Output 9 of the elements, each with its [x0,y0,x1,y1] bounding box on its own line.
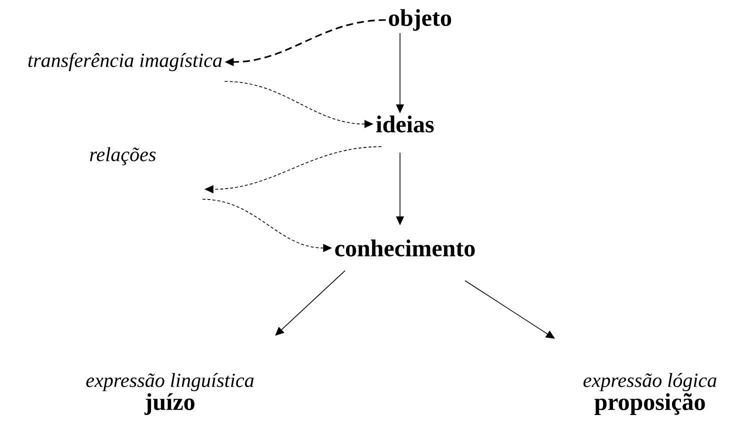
concept-label: objeto [388,9,452,31]
arrow [464,280,555,339]
relation-label: relações [90,147,156,166]
arrow [275,270,346,336]
concept-label: conhecimento [335,240,475,256]
concept-label: expressão lógica proposição [584,373,716,415]
concept-label: expressão linguística juízo [86,373,254,415]
concept-label: ideias [376,116,434,132]
relation-label: transferência imagística [28,52,222,72]
